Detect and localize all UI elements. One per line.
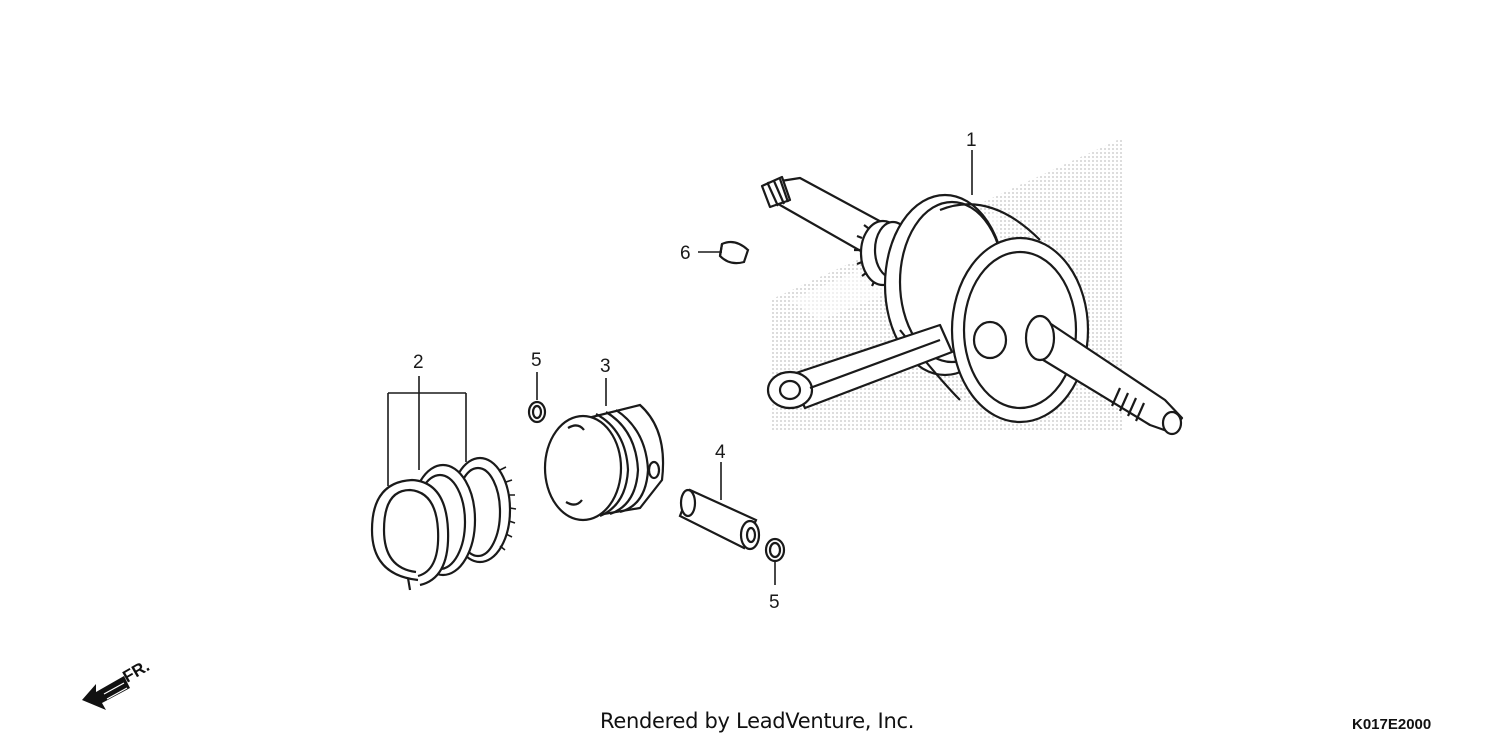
- callout-part-5-upper[interactable]: 5: [531, 350, 542, 371]
- piston-pin[interactable]: [678, 488, 761, 551]
- callout-part-5-lower[interactable]: 5: [769, 592, 780, 613]
- woodruff-key[interactable]: [718, 240, 750, 265]
- front-arrow-icon: [82, 676, 130, 710]
- callout-part-4[interactable]: 4: [715, 442, 726, 463]
- callout-part-1[interactable]: 1: [966, 130, 977, 151]
- callout-part-3[interactable]: 3: [600, 356, 611, 377]
- diagram-code: K017E2000: [1352, 716, 1432, 733]
- crankshaft-assembly[interactable]: [760, 175, 1184, 436]
- callout-part-6[interactable]: 6: [680, 243, 691, 264]
- leader-2: [387, 376, 467, 486]
- piston[interactable]: [543, 403, 665, 522]
- piston-ring-set[interactable]: [370, 456, 517, 591]
- render-credit: Rendered by LeadVenture, Inc.: [600, 709, 915, 733]
- callout-part-2[interactable]: 2: [413, 352, 424, 373]
- pin-clip-upper[interactable]: [527, 400, 547, 424]
- pin-clip-lower[interactable]: [764, 537, 786, 563]
